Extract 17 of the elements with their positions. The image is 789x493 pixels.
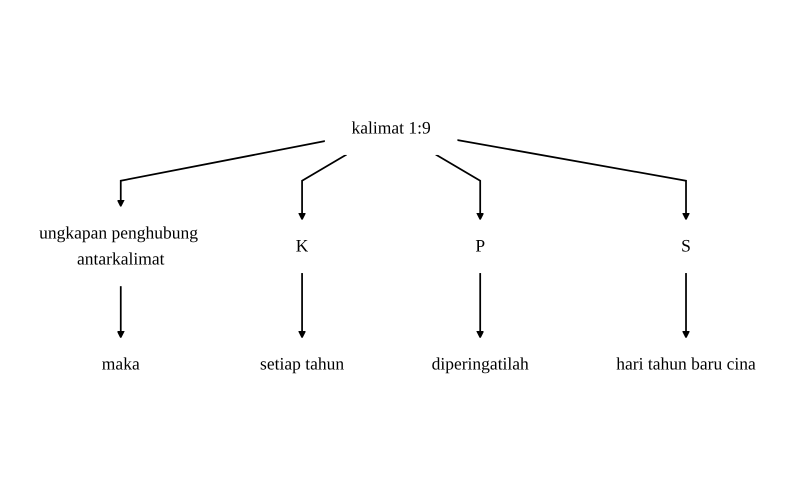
arrow (298, 272, 306, 339)
node-text: setiap tahun (260, 354, 344, 374)
node-text: S (681, 236, 691, 256)
node-text: kalimat 1:9 (352, 118, 431, 138)
node-text: ungkapan penghubung antarkalimat (39, 224, 198, 270)
arrow (456, 139, 690, 221)
arrow (116, 140, 326, 208)
arrow (682, 272, 690, 339)
arrow (435, 154, 484, 221)
node-text: P (475, 236, 486, 256)
arrow (116, 286, 125, 339)
arrow (298, 154, 348, 221)
node-text: K (296, 236, 308, 256)
node-text: hari tahun baru cina (616, 354, 756, 374)
node-text: maka (102, 354, 140, 374)
node-text: diperingatilah (432, 354, 529, 374)
arrow (476, 272, 484, 339)
